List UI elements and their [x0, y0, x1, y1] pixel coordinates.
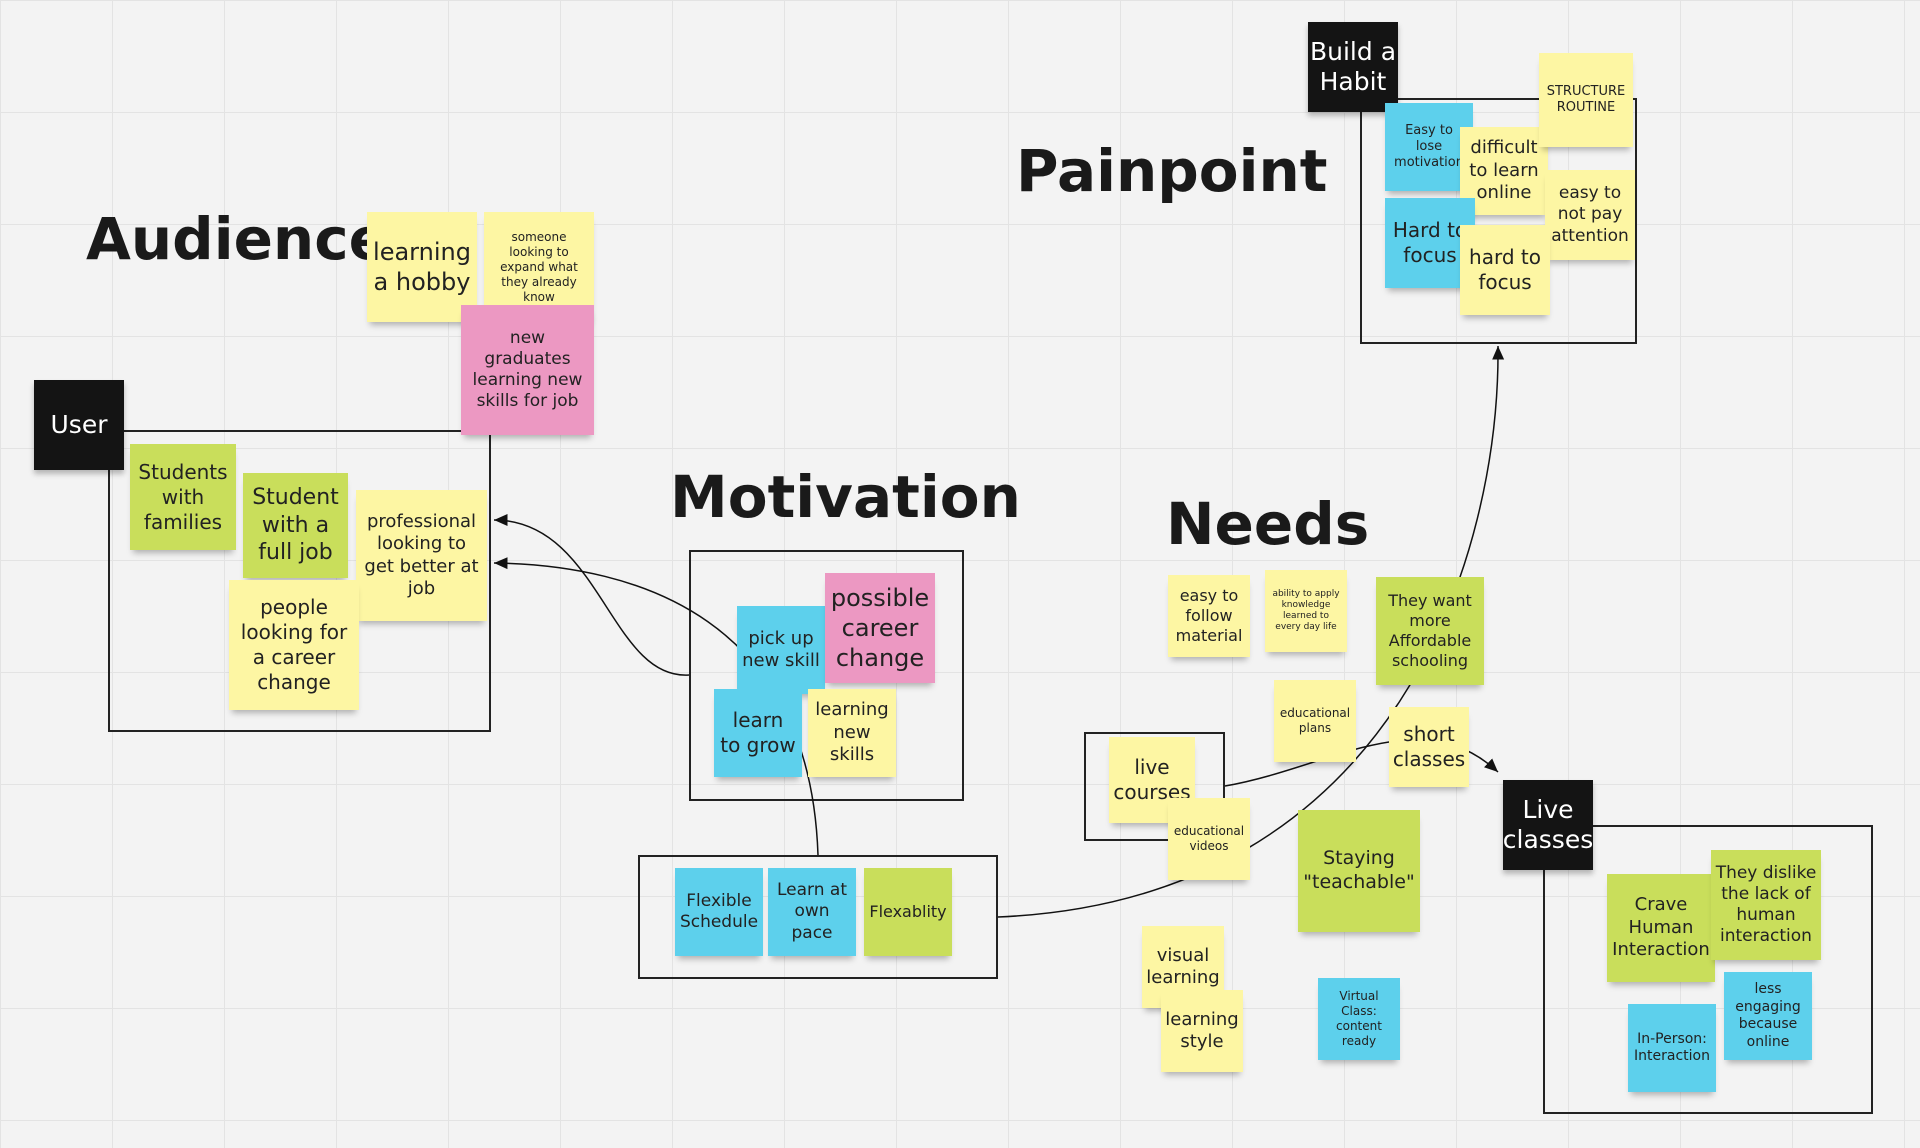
arrow-motivation-to-user: [493, 514, 690, 676]
sticky-learn-to-grow[interactable]: learn to grow: [714, 689, 802, 777]
sticky-learning-hobby[interactable]: learning a hobby: [367, 212, 477, 322]
sticky-hard-to-focus-yellow[interactable]: hard to focus: [1460, 225, 1550, 315]
painpoint-frame[interactable]: [1360, 98, 1637, 344]
sticky-crave-human-interaction[interactable]: Crave Human Interaction: [1607, 874, 1715, 982]
live-classes-frame[interactable]: [1543, 825, 1873, 1114]
flexibility-frame[interactable]: [638, 855, 998, 979]
sticky-new-graduates[interactable]: new graduates learning new skills for jo…: [461, 305, 594, 435]
tag-build-habit-label: Build a Habit: [1309, 37, 1397, 96]
tag-user[interactable]: User: [34, 380, 124, 470]
sticky-virtual-class[interactable]: Virtual Class: content ready: [1318, 978, 1400, 1060]
sticky-easy-not-pay-attention[interactable]: easy to not pay attention: [1545, 170, 1635, 260]
sticky-structure-routine[interactable]: STRUCTURE ROUTINE: [1539, 53, 1633, 147]
sticky-less-engaging[interactable]: less engaging because online: [1724, 972, 1812, 1060]
sticky-students-families[interactable]: Students with families: [130, 444, 236, 550]
sticky-short-classes[interactable]: short classes: [1389, 707, 1469, 787]
sticky-educational-plans[interactable]: educational plans: [1274, 680, 1356, 762]
sticky-possible-career-change[interactable]: possible career change: [825, 573, 935, 683]
tag-user-label: User: [50, 410, 108, 439]
sticky-staying-teachable[interactable]: Staying "teachable": [1298, 810, 1420, 932]
sticky-ability-apply[interactable]: ability to apply knowledge learned to ev…: [1265, 570, 1347, 652]
sticky-pick-up-skill[interactable]: pick up new skill: [737, 606, 825, 694]
sticky-learning-style[interactable]: learning style: [1161, 990, 1243, 1072]
heading-painpoint: Painpoint: [1016, 137, 1328, 205]
tag-build-habit[interactable]: Build a Habit: [1308, 22, 1398, 112]
sticky-in-person-interaction[interactable]: In-Person: Interaction: [1628, 1004, 1716, 1092]
sticky-student-full-job[interactable]: Student with a full job: [243, 473, 348, 578]
tag-live-classes-label: Live classes: [1502, 795, 1594, 854]
sticky-someone-expand[interactable]: someone looking to expand what they alre…: [484, 212, 594, 322]
user-frame[interactable]: [108, 430, 491, 732]
sticky-learn-own-pace[interactable]: Learn at own pace: [768, 868, 856, 956]
tag-live-classes[interactable]: Live classes: [1503, 780, 1593, 870]
sticky-flexability[interactable]: Flexablity: [864, 868, 952, 956]
sticky-educational-videos[interactable]: educational videos: [1168, 798, 1250, 880]
sticky-career-change-people[interactable]: people looking for a career change: [229, 580, 359, 710]
sticky-flexible-schedule[interactable]: Flexible Schedule: [675, 868, 763, 956]
sticky-dislike-lack-interaction[interactable]: They dislike the lack of human interacti…: [1711, 850, 1821, 960]
heading-motivation: Motivation: [670, 463, 1021, 531]
sticky-learning-new-skills[interactable]: learning new skills: [808, 689, 896, 777]
sticky-easy-to-lose-motivation[interactable]: Easy to lose motivation: [1385, 103, 1473, 191]
sticky-affordable-schooling[interactable]: They want more Affordable schooling: [1376, 577, 1484, 685]
heading-needs: Needs: [1166, 490, 1370, 558]
sticky-professional[interactable]: professional looking to get better at jo…: [356, 490, 487, 621]
sticky-easy-to-follow[interactable]: easy to follow material: [1168, 575, 1250, 657]
heading-audience: Audience: [86, 205, 388, 273]
